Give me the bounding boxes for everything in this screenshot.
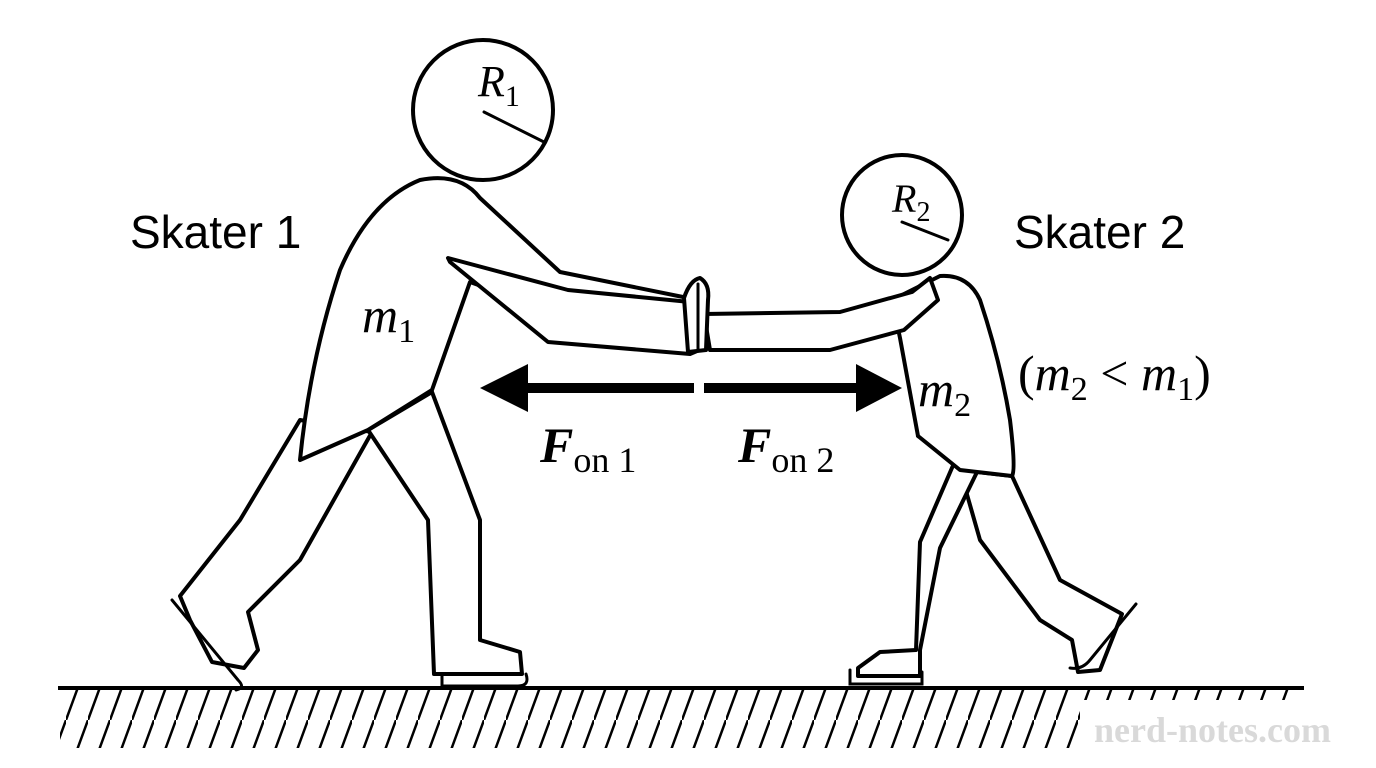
r2-label: R2 [891, 176, 930, 228]
force-arrow-on-1 [480, 364, 694, 412]
skater-2-head [840, 153, 964, 277]
skater-1-label: Skater 1 [130, 206, 301, 258]
ground [58, 686, 1370, 760]
skater-2-figure [702, 153, 1138, 686]
skater-1-head [411, 38, 555, 182]
force-on-2-label: Fon 2 [737, 417, 834, 480]
watermark: nerd-notes.com [1094, 710, 1331, 750]
skater-1-back-leg [178, 418, 374, 670]
skater-2-label: Skater 2 [1014, 206, 1185, 258]
mass-relation-label: (m2 < m1) [1018, 345, 1211, 408]
r1-label: R1 [477, 57, 520, 113]
skater-1-arm [446, 256, 708, 356]
force-on-1-label: Fon 1 [539, 417, 636, 480]
skater-1-front-leg [366, 390, 524, 676]
hands-contact [682, 276, 711, 354]
skater-2-front-leg [856, 434, 980, 678]
m2-label: m2 [918, 361, 971, 424]
skater-1-figure [170, 38, 708, 692]
skater-1-torso [298, 176, 692, 462]
force-arrow-on-2 [704, 364, 902, 412]
m1-label: m1 [362, 287, 415, 350]
skater-2-arm [702, 276, 940, 352]
skater-2-back-leg [958, 468, 1124, 674]
skater-2-torso [890, 273, 1016, 478]
